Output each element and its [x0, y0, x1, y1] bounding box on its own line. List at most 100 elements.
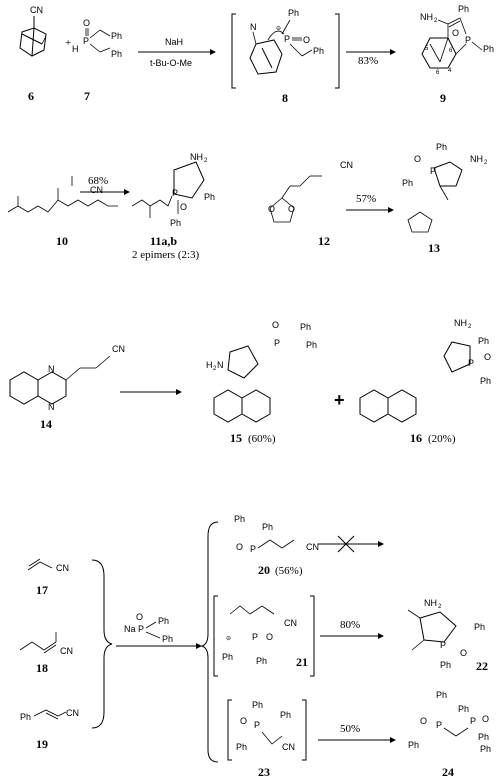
- svg-text:CN: CN: [60, 646, 73, 656]
- svg-text:Ph: Ph: [236, 742, 247, 752]
- compound-11-structure: NH 2 P Ph O Ph: [131, 152, 215, 228]
- svg-text:Ph: Ph: [170, 218, 181, 228]
- svg-text:6: 6: [449, 48, 453, 54]
- compound-13-structure: Ph NH 2 P O Ph: [402, 142, 488, 233]
- svg-text:N: N: [217, 360, 224, 370]
- svg-text:P: P: [83, 36, 89, 46]
- svg-text:⊖: ⊖: [226, 636, 231, 642]
- svg-text:O: O: [414, 154, 421, 164]
- arrow-7-yield: 50%: [340, 723, 360, 735]
- svg-text:2: 2: [434, 18, 438, 24]
- compound-8-structure: N ⊖ Ph P O Ph: [231, 8, 340, 89]
- svg-text:Na: Na: [124, 624, 136, 634]
- compound-9-structure: NH 2 Ph P O Ph 5 6 6 4: [420, 4, 494, 76]
- svg-text:Ph: Ph: [474, 622, 485, 632]
- compound-12-label: 12: [318, 234, 330, 248]
- svg-text:P: P: [274, 338, 280, 348]
- svg-text:CN: CN: [56, 563, 69, 573]
- svg-text:P: P: [172, 188, 178, 198]
- svg-text:Ph: Ph: [204, 192, 215, 202]
- arrow-2-yield: 83%: [358, 55, 378, 67]
- svg-text:P: P: [430, 166, 436, 176]
- svg-text:O: O: [236, 542, 243, 552]
- compound-19-structure: Ph CN: [20, 708, 79, 722]
- compound-15-structure: O Ph Ph P H 2 N: [206, 320, 317, 423]
- svg-text:Ph: Ph: [252, 700, 263, 710]
- svg-text:P: P: [252, 632, 258, 642]
- arrow-5: [120, 389, 182, 395]
- compound-6-label: 6: [28, 89, 34, 103]
- compound-16-yield: (20%): [428, 433, 456, 445]
- svg-text:2: 2: [468, 324, 472, 330]
- arrow-1-reagent-bottom: t-Bu-O-Me: [150, 58, 192, 68]
- svg-text:Ph: Ph: [111, 31, 122, 41]
- svg-text:CN: CN: [282, 742, 295, 752]
- compound-9-label: 9: [440, 91, 446, 105]
- svg-text:O: O: [484, 352, 491, 362]
- svg-text:Ph: Ph: [458, 4, 469, 14]
- svg-text:Ph: Ph: [478, 336, 489, 346]
- arrow-7: [318, 737, 396, 743]
- svg-text:NH: NH: [470, 154, 483, 164]
- svg-text:CN: CN: [340, 160, 353, 170]
- svg-text:H: H: [72, 44, 79, 54]
- arrow-blocked: [318, 535, 384, 553]
- svg-text:O: O: [420, 716, 427, 726]
- svg-text:O: O: [272, 320, 279, 330]
- svg-text:Ph: Ph: [483, 44, 494, 54]
- svg-text:O: O: [452, 28, 459, 38]
- svg-text:Ph: Ph: [402, 178, 413, 188]
- svg-text:Ph: Ph: [280, 710, 291, 720]
- reagent-na-phosphinite: O Na P Ph Ph: [124, 612, 173, 644]
- svg-text:P: P: [468, 358, 474, 368]
- svg-text:6: 6: [436, 70, 440, 76]
- svg-text:CN: CN: [30, 5, 43, 15]
- arrow-2: [346, 49, 396, 55]
- compound-20-label: 20: [258, 563, 270, 577]
- arrow-3-yield: 68%: [88, 175, 108, 187]
- compound-10-structure: CN: [7, 176, 118, 213]
- compound-11-label: 11a,b: [150, 234, 177, 248]
- svg-text:5: 5: [425, 46, 429, 52]
- svg-text:P: P: [254, 720, 260, 730]
- svg-text:O: O: [240, 716, 247, 726]
- svg-text:P: P: [284, 34, 290, 44]
- compound-21-structure: CN ⊖ P O Ph Ph: [213, 595, 315, 677]
- svg-text:Ph: Ph: [162, 634, 173, 644]
- compound-19-label: 19: [36, 737, 48, 751]
- svg-text:Ph: Ph: [234, 514, 245, 524]
- compound-21-label: 21: [296, 655, 308, 669]
- arrow-6: [320, 633, 384, 639]
- svg-text:O: O: [460, 648, 467, 658]
- svg-text:NH: NH: [420, 12, 433, 22]
- svg-text:NH: NH: [190, 152, 203, 162]
- compound-15-yield: (60%): [248, 433, 276, 445]
- svg-text:2: 2: [204, 158, 208, 164]
- compound-24-structure: Ph Ph O P P O Ph Ph Ph: [408, 690, 491, 754]
- compound-14-label: 14: [40, 417, 52, 431]
- svg-text:P: P: [440, 640, 446, 650]
- svg-text:Ph: Ph: [111, 49, 122, 59]
- compound-14-structure: N N CN: [9, 344, 125, 412]
- svg-text:N: N: [48, 364, 55, 374]
- svg-text:O: O: [268, 204, 275, 214]
- svg-text:Ph: Ph: [458, 704, 469, 714]
- svg-text:P: P: [436, 720, 442, 730]
- compound-20-structure: Ph Ph O P CN: [234, 514, 319, 554]
- compound-18-label: 18: [36, 661, 48, 675]
- svg-text:CN: CN: [90, 185, 103, 195]
- svg-text:Ph: Ph: [313, 46, 324, 56]
- svg-text:N: N: [250, 22, 257, 32]
- svg-text:P: P: [465, 35, 471, 45]
- arrow-4: [346, 207, 394, 213]
- svg-text:CN: CN: [284, 618, 297, 628]
- svg-text:Ph: Ph: [440, 660, 451, 670]
- compound-7-structure: O P H Ph Ph: [72, 18, 122, 59]
- compound-22-structure: NH 2 Ph P O Ph: [407, 598, 485, 670]
- arrow-3: [80, 189, 130, 195]
- compound-11-note: 2 epimers (2:3): [132, 249, 200, 261]
- arrow-branch: [116, 643, 202, 649]
- compound-15-label: 15: [230, 431, 242, 445]
- compound-18-structure: CN: [19, 632, 73, 656]
